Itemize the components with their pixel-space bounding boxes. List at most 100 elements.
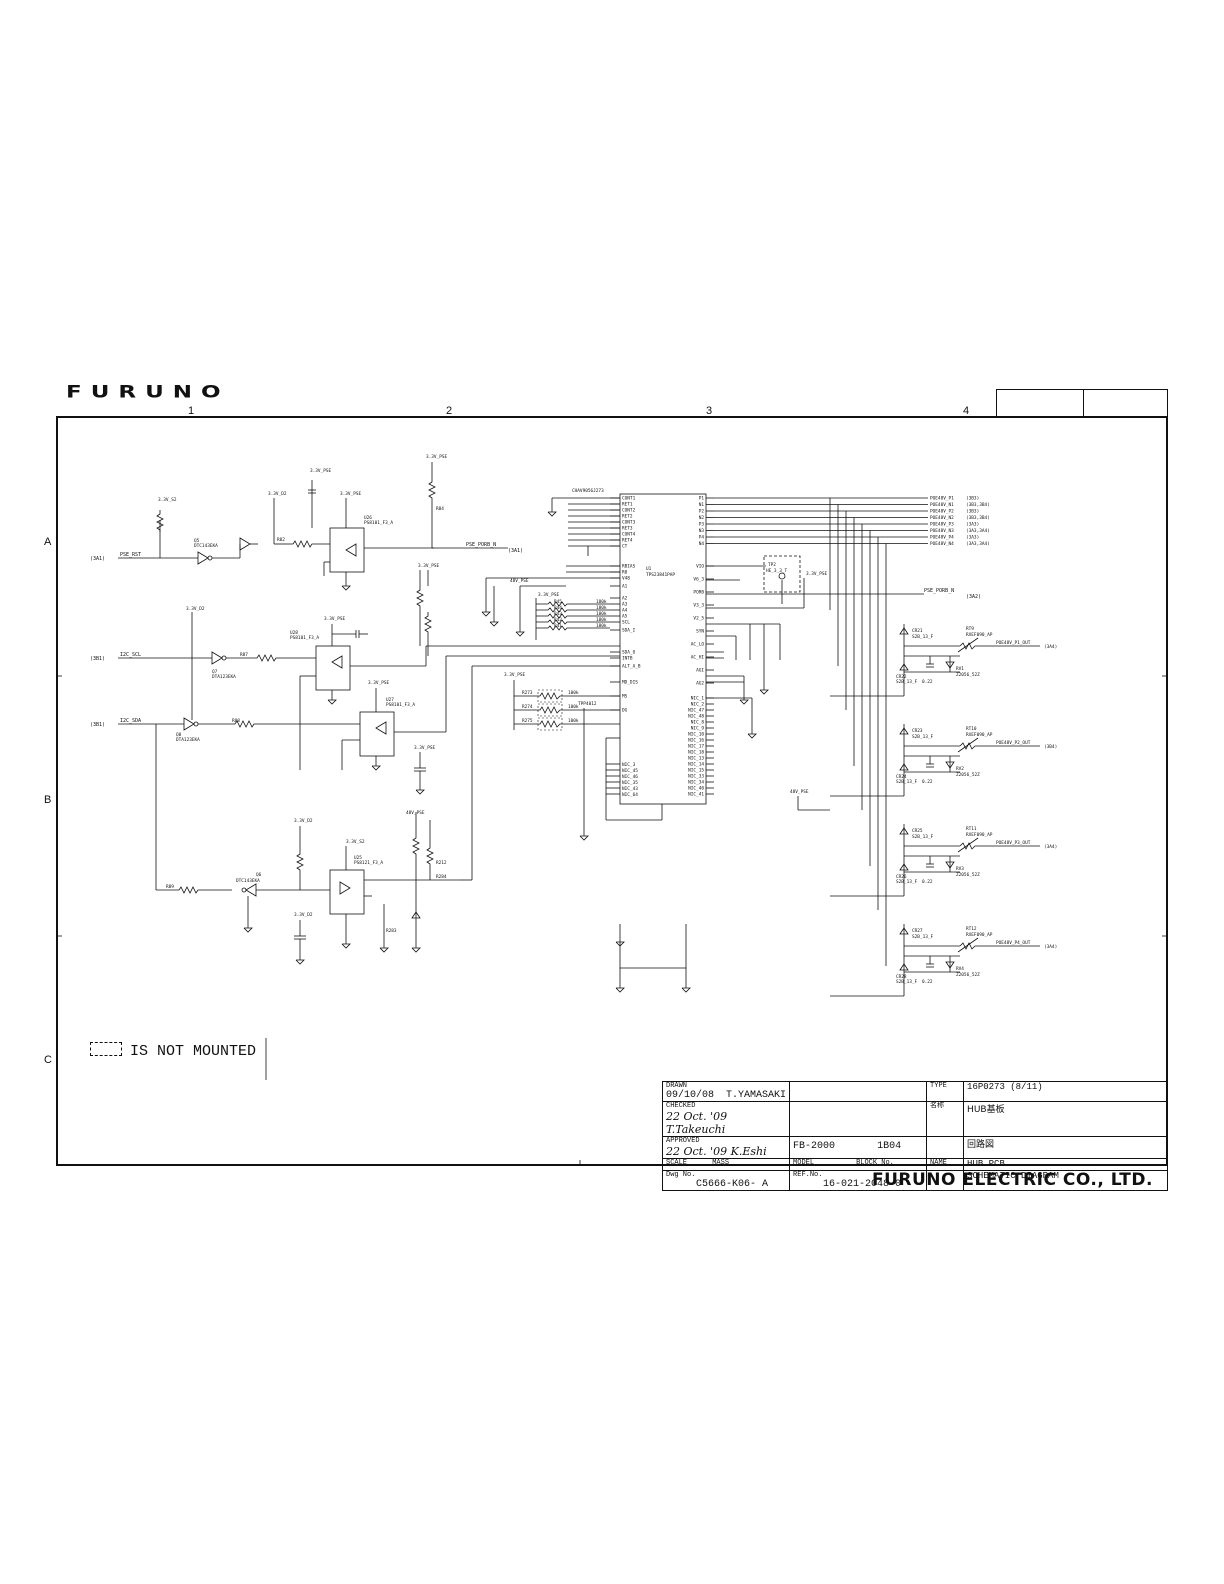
- u1-left-pin-label: CONT3: [622, 520, 636, 526]
- u1-left-pin-label: DG: [622, 708, 628, 714]
- u1-right-pin-label: NIC_41: [688, 792, 704, 798]
- u1-right-pin-label: NIC_18: [688, 750, 704, 756]
- supply-33v-d2-d: 3.3V_D2: [294, 912, 313, 918]
- u1-right-pin-label: V2_5: [693, 616, 704, 622]
- u1-left-pin-label: CT: [622, 544, 628, 550]
- port-out-net: POE48V_P2_OUT: [996, 740, 1031, 746]
- u1-right-pin-label: NIC_40: [688, 786, 704, 792]
- u1-right-pin-label: VIO: [696, 564, 704, 570]
- port-net-ref: (3B3): [966, 496, 979, 502]
- u1-left-pin-label: CONT4: [622, 532, 636, 538]
- net-label-pse-rst: PSE_RST: [120, 552, 141, 558]
- address-resistor-value: 180k: [596, 605, 607, 611]
- supply-33v-pse-a: 3.3V_PSE: [310, 468, 332, 474]
- u1-nic-pin-label: NIC_43: [622, 786, 638, 792]
- u1-left-pin-label: CONT1: [622, 496, 636, 502]
- supply-33v-d2-a: 3.3V_D2: [268, 491, 287, 497]
- grid-column-2: 2: [446, 405, 453, 417]
- mode-resistor: [514, 706, 620, 714]
- port-net-ref: (3B3,3B4): [966, 502, 990, 508]
- tp2-ref: TP2: [768, 562, 776, 568]
- porb-net: PSE_PORB_N: [466, 542, 496, 548]
- port-rv-part: Z2056_52Z: [956, 772, 980, 778]
- u1-left-pin-label: A3: [622, 602, 628, 608]
- u1-right-pin-label: V6_3: [693, 577, 704, 583]
- port-net-ref: (3A3,3A4): [966, 541, 990, 547]
- u1-right-pin-label: SYN: [696, 629, 704, 635]
- dashed-box-icon: [90, 1042, 122, 1056]
- tb-drawn: DRAWN 09/10/08 T.YAMASAKI: [661, 1081, 791, 1102]
- q8-part: DTA123EKA: [176, 737, 200, 743]
- tb-model-block-labels: MODEL BLOCK No.: [789, 1158, 928, 1171]
- supply-33v-pse-g: 3.3V_PSE: [414, 745, 436, 751]
- u1-right-pin-label: NIC_34: [688, 780, 704, 786]
- u1-left-pin-label: RBIAS: [622, 564, 636, 570]
- u1-left-pin-label: A1: [622, 584, 628, 590]
- furuno-logo: FURUNO: [66, 383, 230, 402]
- q7-ref: Q7: [212, 669, 218, 675]
- supply-48v-pse-b: 48V_PSE: [510, 578, 529, 584]
- supply-48v-pse-a: 48V_PSE: [406, 810, 425, 816]
- schematic-diagram: (3A1) PSE_RST (3B1) I2C_SCL (3B1) I2C_SD…: [56, 454, 1168, 1166]
- u1-left-pin-label: RET2: [622, 514, 633, 520]
- q5-ref: Q5: [194, 538, 200, 544]
- address-resistor: [536, 625, 610, 631]
- q5-part: DTC143EKA: [194, 543, 218, 549]
- q7-part: DTA123EKA: [212, 674, 236, 680]
- tb-name-label: NAME: [926, 1158, 965, 1171]
- u1-right-pin-label: NIC_48: [688, 714, 704, 720]
- port-cap-value: 0.22: [922, 979, 933, 985]
- port-rv-part: Z2056_52Z: [956, 972, 980, 978]
- supply-33v-d2-b: 3.3V_D2: [186, 606, 205, 612]
- tb-approved: APPROVED 22 Oct. '09 K.Eshi: [661, 1136, 791, 1159]
- u1-left-pin-label: V48: [622, 576, 630, 582]
- u27-part: PS8101_F3_A: [386, 702, 415, 708]
- port-net-label: POE48V_P1: [930, 496, 954, 502]
- supply-33v-s2: 3.3V_S2: [158, 497, 177, 503]
- port-net-ref: (3A3,3A4): [966, 528, 990, 534]
- u1-left-pin-label: RET1: [622, 502, 633, 508]
- port-net-label: POE48V_N2: [930, 515, 954, 521]
- address-resistor-value: 180k: [596, 617, 607, 623]
- port-rv-part: Z2056_52Z: [956, 672, 980, 678]
- u1-right-pin-label: P2: [699, 509, 705, 515]
- tb-ref: REF.No. 16-021-2048-0: [789, 1170, 928, 1191]
- supply-33v-pse-i: 3.3V_PSE: [504, 672, 526, 678]
- address-resistor: [536, 607, 610, 613]
- u1-right-pin-label: AG2: [696, 681, 704, 687]
- port-cap-value: 0.22: [922, 779, 933, 785]
- address-resistor: [536, 619, 610, 625]
- u1-left-pin-label: RET4: [622, 538, 633, 544]
- tb-scale-mass: SCALE MASS: [661, 1158, 791, 1171]
- port-diode-ref: CR27: [912, 928, 923, 934]
- port-net-ref: (3B3): [966, 509, 979, 515]
- port-diode-part: S2B_13_F: [912, 934, 934, 940]
- u1-right-pin-label: NIC_8: [691, 720, 705, 726]
- u1-right-pin-label: P1: [699, 496, 705, 502]
- u26-part: PS8101_F3_A: [364, 520, 393, 526]
- u1-right-pin-label: PORB: [693, 590, 704, 596]
- port-output-block: [830, 724, 1040, 797]
- u1-right-pin-label: N3: [699, 528, 705, 534]
- tb-dwg: Dwg No. C5666-K06- A: [661, 1170, 791, 1191]
- u1-right-pin-label: N4: [699, 541, 705, 547]
- mode-resistor-value: 100k: [568, 690, 579, 696]
- port-out-net: POE48V_P1_OUT: [996, 640, 1031, 646]
- u1-left-pin-label: MS: [622, 694, 628, 700]
- checked-signature: 22 Oct. '09 T.Takeuchi: [666, 1110, 728, 1136]
- u27-ref: U27: [386, 697, 394, 703]
- u1-right-pin-label: N1: [699, 502, 705, 508]
- port-net-label: POE48V_P3: [930, 522, 954, 528]
- port-rv-ref: RV1: [956, 666, 964, 672]
- port-diode-ref-b: CR24: [896, 774, 907, 780]
- port-out-net: POE48V_P4_OUT: [996, 940, 1031, 946]
- title-block: DRAWN 09/10/08 T.YAMASAKI TYPE 16P0273 (…: [661, 1081, 1168, 1191]
- mode-resistor-value: 100k: [568, 718, 579, 724]
- approved-signature: 22 Oct. '09 K.Eshi: [666, 1145, 767, 1158]
- u1-nic-pin-label: NIC_45: [622, 768, 638, 774]
- port-net-label: POE48V_P2: [930, 509, 954, 515]
- legend-not-mounted: IS NOT MOUNTED: [90, 1042, 256, 1060]
- tb-blank-b: [789, 1101, 928, 1137]
- port-diode-part: S2B_13_F: [912, 734, 934, 740]
- address-resistor-value: 180k: [596, 611, 607, 617]
